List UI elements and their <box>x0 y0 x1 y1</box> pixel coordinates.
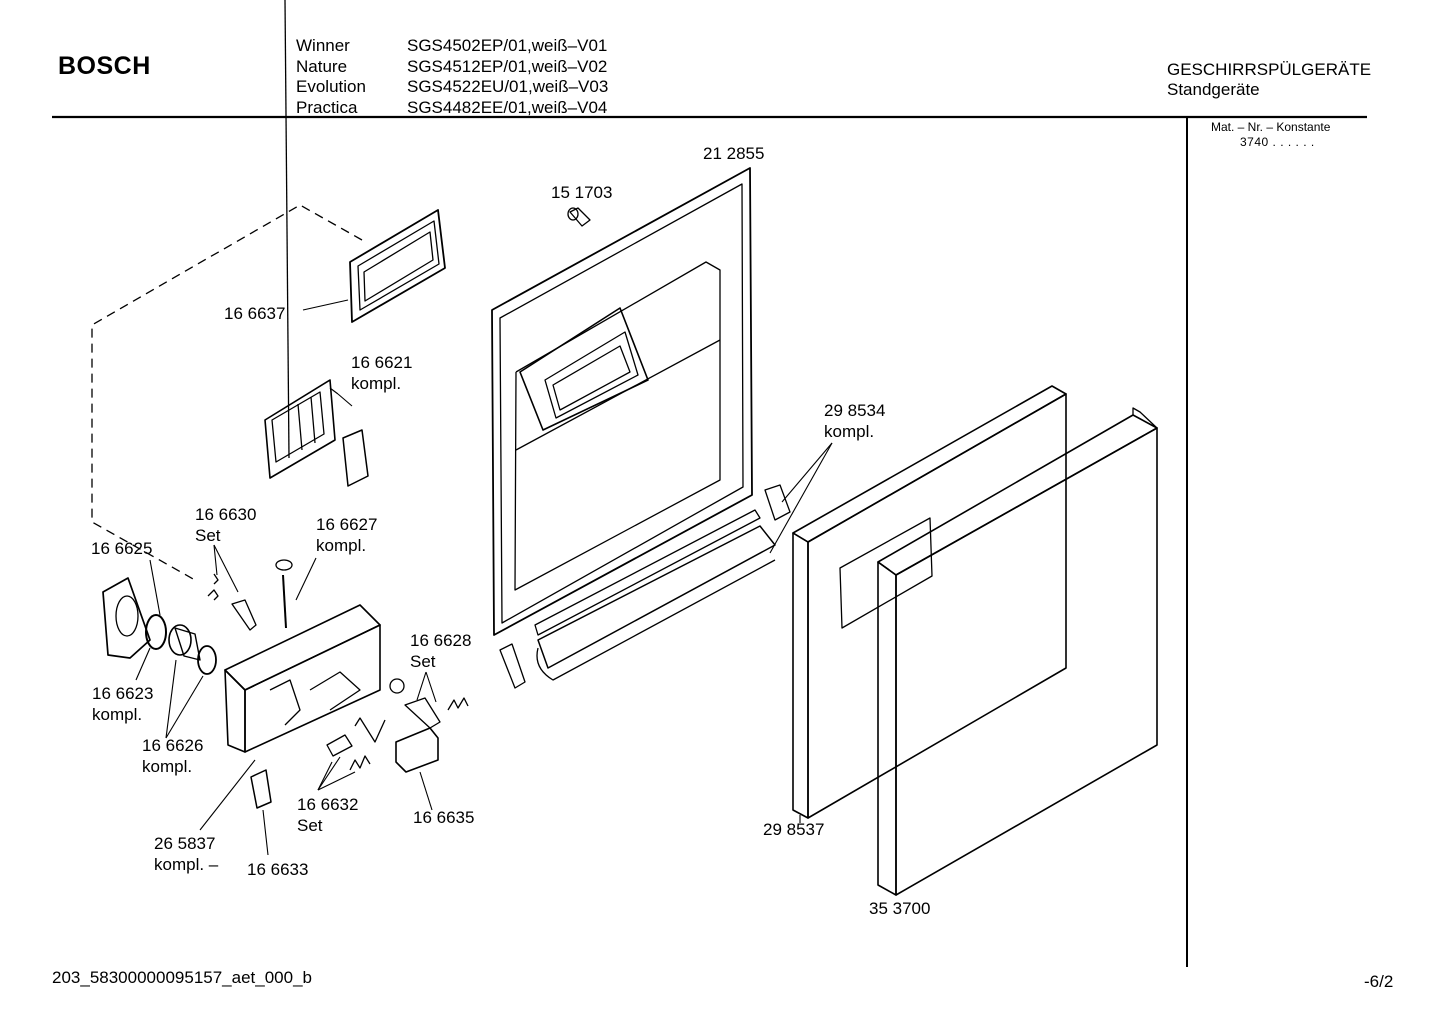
model-name: Nature <box>296 56 348 76</box>
material-number-block: Mat. – Nr. – Konstante 3740 . . . . . . <box>1211 120 1330 150</box>
part-springs-166630 <box>207 573 257 631</box>
leader-lines <box>135 299 833 856</box>
model-name: Evolution <box>296 77 366 96</box>
part-knob-166626 <box>168 624 217 675</box>
part-set-166632 <box>326 717 386 771</box>
part-front-panel-353700 <box>877 407 1158 896</box>
part-label: 15 1703 <box>551 183 613 202</box>
material-label: Mat. – Nr. – Konstante <box>1211 120 1331 134</box>
part-frame-166637 <box>349 209 446 323</box>
model-code: SGS4482EE/01,weiß–V04 <box>407 97 608 117</box>
category-block: GESCHIRRSPÜLGERÄTE Standgeräte <box>1167 60 1371 100</box>
part-clip-166633 <box>250 769 272 809</box>
model-row: Evolution SGS4522EU/01,weiß–V03 <box>296 77 608 98</box>
part-handle-166625 <box>102 577 151 659</box>
model-code: SGS4512EP/01,weiß–V02 <box>407 56 608 76</box>
category-subtitle: Standgeräte <box>1167 80 1260 99</box>
part-label: 16 6625 <box>91 539 153 558</box>
part-housing-265837 <box>224 604 381 753</box>
model-code: SGS4522EU/01,weiß–V03 <box>407 77 609 96</box>
part-label: 35 3700 <box>869 899 931 918</box>
model-name: Practica <box>296 97 358 117</box>
part-lower-rails <box>534 509 776 681</box>
part-ring-166623 <box>145 614 167 650</box>
part-panel-298537 <box>792 385 1067 819</box>
material-value: 3740 . . . . . . <box>1240 135 1315 149</box>
model-row: Nature SGS4512EP/01,weiß–V02 <box>296 57 608 78</box>
model-code: SGS4502EP/01,weiß–V01 <box>407 36 608 55</box>
part-switch-166635 <box>395 727 439 773</box>
part-label: 29 8537 <box>763 820 825 839</box>
part-label: 16 6635 <box>413 808 475 827</box>
model-row: Winner SGS4502EP/01,weiß–V01 <box>296 36 608 57</box>
part-set-166628 <box>389 678 469 729</box>
model-list: Winner SGS4502EP/01,weiß–V01 Nature SGS451… <box>296 36 608 118</box>
brand-logo: BOSCH <box>58 52 151 80</box>
model-row: Practica SGS4482EE/01,weiß–V04 <box>296 98 608 119</box>
part-label: 21 2855 <box>703 144 765 163</box>
category-title: GESCHIRRSPÜLGERÄTE <box>1167 60 1372 79</box>
part-label: 16 6633 <box>247 860 309 879</box>
part-label: 16 6637 <box>224 304 286 323</box>
part-screw-151703 <box>567 207 591 227</box>
part-inner-door-212855 <box>491 167 753 636</box>
model-name: Winner <box>296 36 350 55</box>
part-cover-166621 <box>264 0 369 487</box>
page-number: -6/2 <box>1364 972 1394 991</box>
dashed-assembly-line <box>91 204 363 581</box>
part-pin-166627 <box>275 559 293 629</box>
part-hinge-298534 <box>499 484 791 689</box>
document-id: 203_58300000095157_aet_000_b <box>52 968 312 987</box>
